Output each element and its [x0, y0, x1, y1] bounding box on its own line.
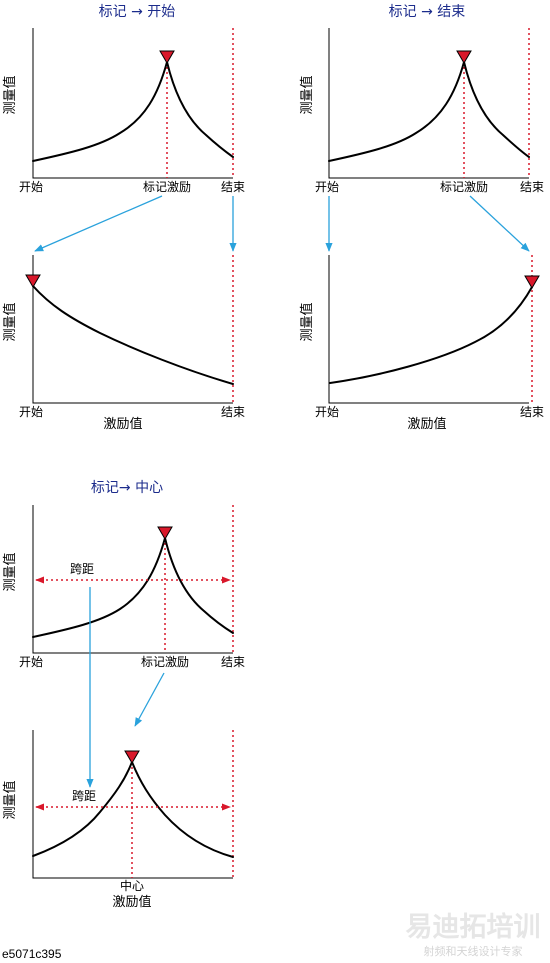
axes: [32, 730, 233, 879]
stop-label: 结束: [221, 405, 245, 419]
trace: [329, 286, 533, 384]
axes: [32, 28, 233, 179]
start-label: 开始: [315, 405, 339, 419]
watermark: 易迪拓培训 射频和天线设计专家: [406, 912, 541, 958]
stop-label: 结束: [520, 180, 544, 194]
panel-title-marker-stop: 标记 → 结束: [389, 4, 466, 20]
axes: [328, 255, 529, 404]
y-axis-label: 测量值: [2, 780, 18, 819]
panel-title-marker-start: 标记 → 开始: [99, 4, 176, 20]
start-label: 开始: [315, 180, 339, 194]
marker-triangle-icon: [159, 50, 175, 64]
trace: [328, 61, 530, 162]
panel-title-marker-center: 标记→ 中心: [91, 480, 163, 496]
axes: [32, 255, 233, 404]
trace: [32, 61, 234, 162]
x-axis-label: 激励值: [112, 894, 151, 910]
center-label: 中心: [120, 878, 144, 893]
span-label: 跨距: [72, 789, 96, 803]
figure-id: e5071c395: [2, 947, 62, 961]
panel-stop-after: 测量值 开始 结束 激励值: [299, 255, 544, 432]
y-axis-label: 测量值: [299, 75, 315, 114]
y-axis-label: 测量值: [2, 302, 18, 341]
span-label: 跨距: [70, 562, 94, 576]
arrow-marker-to-center: [134, 672, 165, 727]
axes: [328, 28, 529, 179]
panel-start-before: 测量值 开始 标记激励 结束: [2, 28, 245, 194]
y-axis-label: 测量值: [299, 302, 315, 341]
panel-center-before: 跨距 测量值 开始 标记激励 结束: [2, 505, 245, 669]
marker-stimulus-label: 标记激励: [141, 655, 189, 669]
marker-triangle-icon: [25, 274, 41, 288]
y-axis-label: 测量值: [2, 552, 18, 591]
watermark-tagline: 射频和天线设计专家: [424, 944, 523, 958]
marker-stimulus-label: 标记激励: [143, 180, 191, 194]
y-axis-label: 测量值: [2, 75, 18, 114]
trace: [32, 537, 234, 638]
start-label: 开始: [19, 655, 43, 669]
x-axis-label: 激励值: [407, 416, 446, 432]
panel-stop-before: 测量值 开始 标记激励 结束: [299, 28, 544, 194]
marker-triangle-icon: [157, 526, 173, 540]
trace: [32, 285, 234, 385]
marker-stimulus-label: 标记激励: [440, 180, 488, 194]
stop-label: 结束: [221, 180, 245, 194]
marker-triangle-icon: [456, 50, 472, 64]
panel-center-after: 跨距 测量值 中心 激励值: [2, 730, 234, 910]
trace: [32, 761, 234, 858]
stop-label: 结束: [221, 655, 245, 669]
stop-label: 结束: [520, 405, 544, 419]
marker-triangle-icon: [524, 275, 540, 289]
marker-triangle-icon: [124, 750, 140, 764]
arrow-marker-to-stop: [469, 195, 530, 252]
arrow-marker-to-start: [34, 195, 163, 252]
start-label: 开始: [19, 405, 43, 419]
panel-start-after: 测量值 开始 结束 激励值: [2, 255, 245, 432]
watermark-brand: 易迪拓培训: [406, 912, 541, 943]
start-label: 开始: [19, 180, 43, 194]
x-axis-label: 激励值: [103, 416, 142, 432]
axes: [32, 505, 233, 654]
